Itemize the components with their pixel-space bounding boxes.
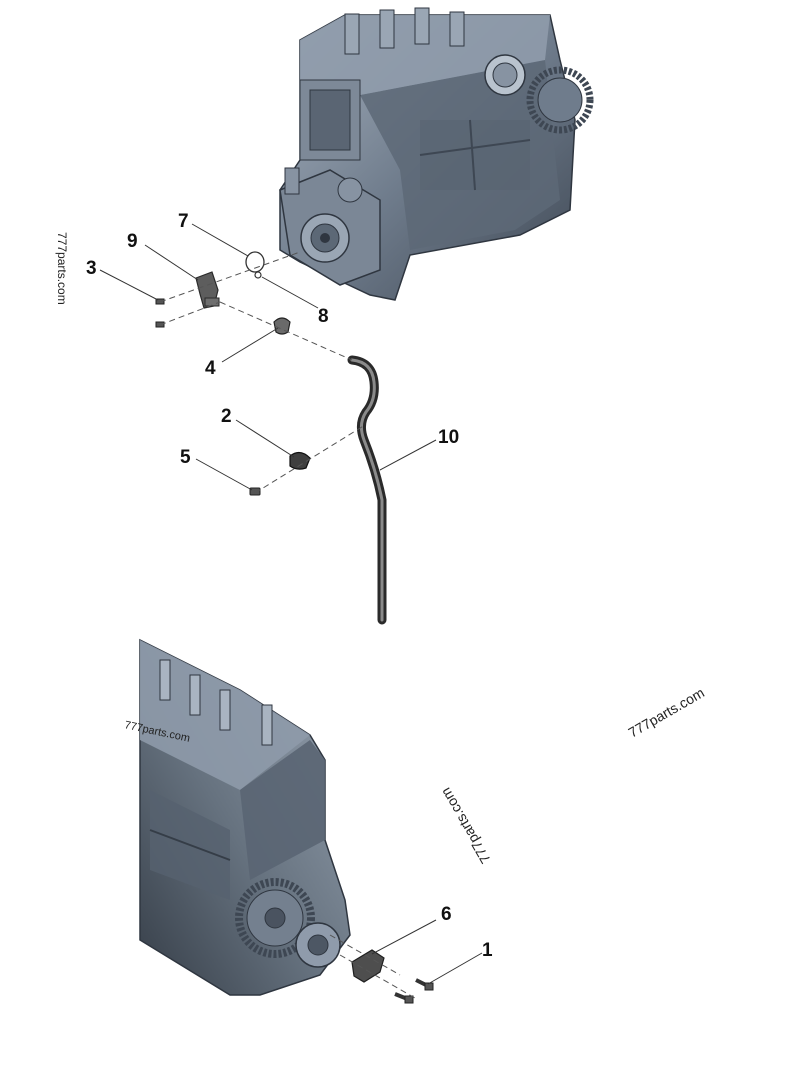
callout-5: 5 — [180, 447, 191, 468]
watermark-center: 777parts.com — [437, 785, 493, 866]
watermark-left: 777parts.com — [55, 232, 69, 305]
bracket-part — [351, 949, 385, 983]
engine-block-bottom — [139, 638, 351, 996]
clip-part — [289, 451, 311, 470]
callout-8: 8 — [318, 306, 329, 327]
callout-7: 7 — [178, 211, 189, 232]
o-ring-part — [245, 251, 265, 273]
callout-3: 3 — [86, 258, 97, 279]
elbow-fitting-part — [195, 271, 220, 309]
screw-part — [155, 298, 165, 328]
bolt-pair-part — [394, 978, 434, 1004]
assembly-lines — [159, 251, 416, 999]
callout-2: 2 — [221, 406, 232, 427]
hose-tube-part — [347, 355, 387, 625]
engine-block-top — [279, 7, 594, 301]
callout-6: 6 — [441, 904, 452, 925]
leader-lines — [99, 223, 483, 985]
bolt-part — [249, 487, 261, 496]
watermark-right: 777parts.com — [626, 684, 707, 740]
callout-4: 4 — [205, 358, 216, 379]
washer-part — [254, 271, 262, 279]
callout-1: 1 — [482, 940, 493, 961]
callout-9: 9 — [127, 231, 138, 252]
callout-10: 10 — [438, 427, 459, 448]
